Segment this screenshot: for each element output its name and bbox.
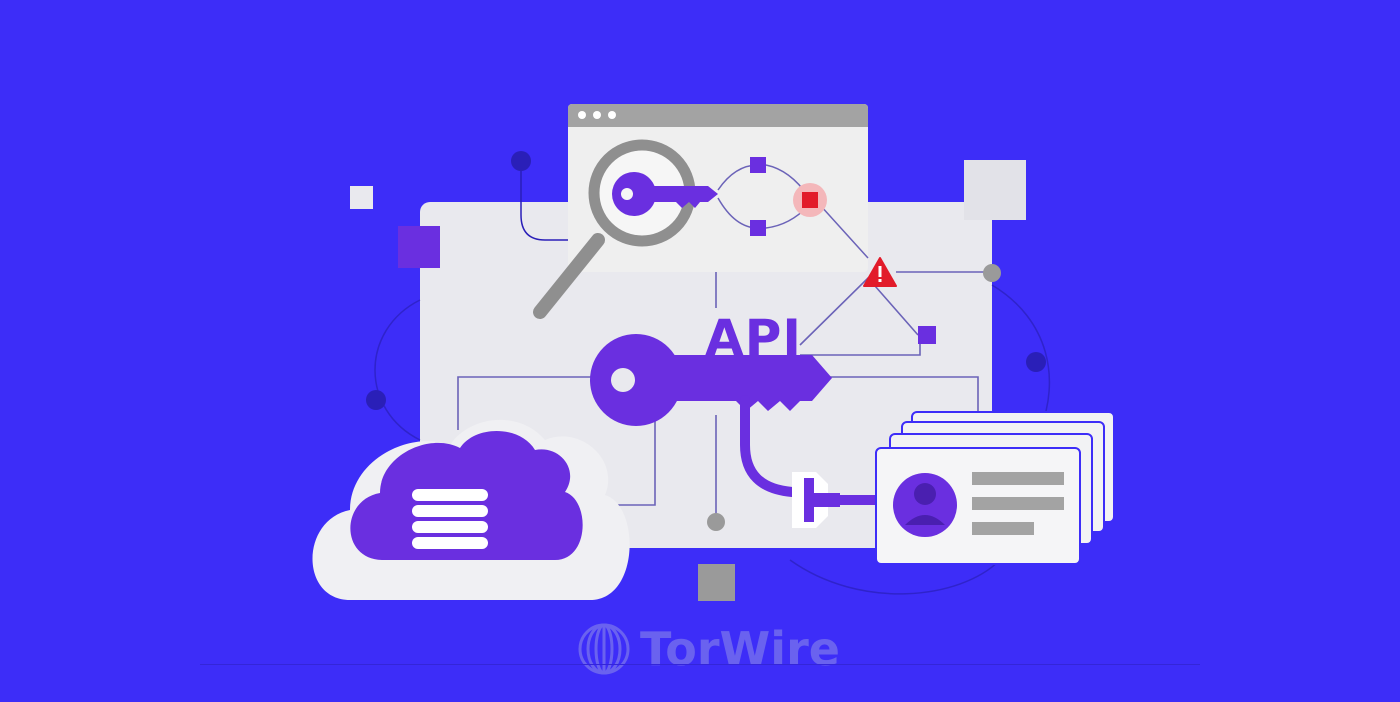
user-avatar-icon xyxy=(893,473,957,537)
brand-name: TorWire xyxy=(640,622,840,676)
id-card-icon xyxy=(875,447,1081,565)
circuit-node-square xyxy=(918,326,936,344)
connector-plug-icon xyxy=(792,472,880,528)
key-icon xyxy=(612,172,718,216)
deco-square xyxy=(964,160,1026,220)
orbit-dot xyxy=(366,390,386,410)
deco-square xyxy=(350,186,373,209)
orbit-line xyxy=(520,171,570,241)
deco-square xyxy=(398,226,440,268)
orbit-dot xyxy=(511,151,531,171)
divider-line xyxy=(200,664,1200,665)
key-icon xyxy=(590,334,832,426)
cloud-database-icon xyxy=(312,419,630,600)
magnifier-icon xyxy=(533,139,718,319)
connector-cable xyxy=(740,395,797,497)
warning-icon xyxy=(863,257,897,287)
brand-logo: TorWire xyxy=(578,622,840,676)
orbit-dot xyxy=(1026,352,1046,372)
circuit-node xyxy=(983,264,1001,282)
deco-square xyxy=(698,564,735,601)
onion-logo-icon xyxy=(578,623,630,675)
circuit-node xyxy=(707,513,725,531)
